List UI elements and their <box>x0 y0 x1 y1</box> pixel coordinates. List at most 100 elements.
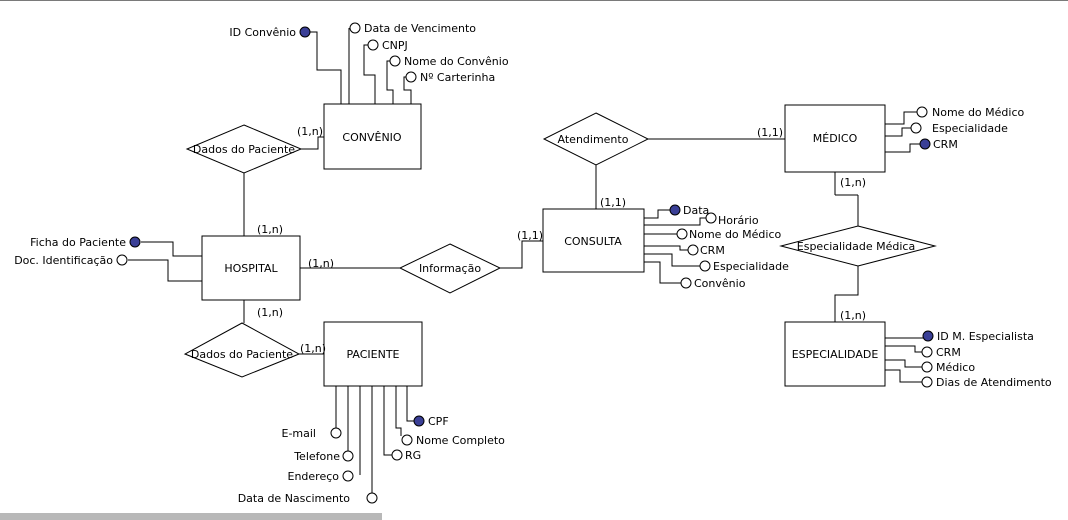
attribute-data[interactable]: Data <box>669 204 709 217</box>
primary-key-icon <box>922 330 934 342</box>
attribute-label: Nº Carterinha <box>420 71 495 84</box>
attribute-nome-medico-consulta[interactable]: Nome do Médico <box>676 228 781 241</box>
relationship-dados-paciente-bottom-label: Dados do Paciente <box>191 348 293 361</box>
attribute-crm-especialidade[interactable]: CRM <box>921 346 961 359</box>
cardinality-medico-bottom: (1,n) <box>840 176 866 189</box>
attribute-icon <box>921 376 933 388</box>
relationship-atendimento-label: Atendimento <box>558 133 629 146</box>
relationship-informacao-label: Informação <box>419 262 481 275</box>
attribute-label: Nome do Médico <box>689 228 781 241</box>
entity-paciente-label: PACIENTE <box>346 348 399 361</box>
attribute-ficha-paciente[interactable]: Ficha do Paciente <box>30 236 141 249</box>
attribute-icon <box>699 260 711 272</box>
attribute-icon <box>921 361 933 373</box>
attribute-icon <box>389 55 401 67</box>
entity-paciente[interactable]: PACIENTE <box>323 321 423 387</box>
attribute-nome-completo[interactable]: Nome Completo <box>401 434 505 447</box>
attribute-label: Ficha do Paciente <box>30 236 126 249</box>
attribute-icon <box>349 22 361 34</box>
attribute-data-nascimento[interactable]: Data de Nascimento <box>238 492 378 505</box>
cardinality-labels: (1,n) (1,n) (1,n) (1,n) (1,n) (1,1) (1,1… <box>257 125 866 355</box>
cardinality-hospital-right: (1,n) <box>308 257 334 270</box>
attribute-dias-atendimento[interactable]: Dias de Atendimento <box>921 376 1052 389</box>
attribute-rg[interactable]: RG <box>391 449 421 462</box>
cardinality-hospital-top: (1,n) <box>257 223 283 236</box>
attribute-label: Data de Nascimento <box>238 492 351 505</box>
attribute-icon <box>910 122 922 134</box>
attribute-data-vencimento[interactable]: Data de Vencimento <box>349 22 476 35</box>
entity-consulta[interactable]: CONSULTA <box>542 208 645 273</box>
relationship-informacao[interactable]: Informação <box>398 243 502 294</box>
attribute-label: CRM <box>933 138 958 151</box>
attribute-icon <box>401 434 413 446</box>
attribute-especialidade-consulta[interactable]: Especialidade <box>699 260 789 273</box>
attribute-doc-identificacao[interactable]: Doc. Identificação <box>14 254 128 267</box>
entity-medico-label: MÉDICO <box>813 132 858 145</box>
attribute-nome-convenio[interactable]: Nome do Convênio <box>389 55 509 68</box>
attribute-label: Nome Completo <box>416 434 505 447</box>
primary-key-icon <box>919 138 931 150</box>
attribute-icon <box>366 492 378 504</box>
attribute-endereco[interactable]: Endereço <box>288 470 354 483</box>
attribute-label: Especialidade <box>713 260 789 273</box>
attribute-icon <box>705 212 717 224</box>
attribute-label: Convênio <box>694 277 746 290</box>
relationship-especialidade-medica[interactable]: Especialidade Médica <box>779 225 937 267</box>
attribute-label: CPF <box>428 415 449 428</box>
attribute-icon <box>921 346 933 358</box>
attribute-id-m-especialista[interactable]: ID M. Especialista <box>922 330 1034 343</box>
attribute-icon <box>116 254 128 266</box>
entity-hospital[interactable]: HOSPITAL <box>201 235 301 301</box>
relationship-atendimento[interactable]: Atendimento <box>542 112 650 166</box>
attribute-icon <box>342 450 354 462</box>
attribute-label: Data de Vencimento <box>364 22 476 35</box>
entity-convenio[interactable]: CONVÊNIO <box>323 103 422 170</box>
attribute-crm-medico[interactable]: CRM <box>919 138 958 151</box>
attribute-crm-consulta[interactable]: CRM <box>687 244 725 257</box>
attribute-label: Nome do Médico <box>932 106 1024 119</box>
relationship-dados-paciente-top-label: Dados do Paciente <box>193 143 295 156</box>
attribute-label: CRM <box>936 346 961 359</box>
attribute-label: Dias de Atendimento <box>936 376 1052 389</box>
attribute-convenio-consulta[interactable]: Convênio <box>680 277 746 290</box>
entity-especialidade-label: ESPECIALIDADE <box>792 348 879 361</box>
attribute-icon <box>367 39 379 51</box>
cardinality-especialidade-top: (1,n) <box>840 309 866 322</box>
relationship-dados-paciente-top[interactable]: Dados do Paciente <box>185 124 303 174</box>
entity-medico[interactable]: MÉDICO <box>784 104 886 173</box>
attribute-medico-especialidade[interactable]: Médico <box>921 361 975 374</box>
attribute-nome-medico[interactable]: Nome do Médico <box>916 106 1024 119</box>
cardinality-consulta-top: (1,1) <box>600 196 626 209</box>
entity-especialidade[interactable]: ESPECIALIDADE <box>784 321 886 387</box>
entity-convenio-label: CONVÊNIO <box>342 131 402 144</box>
entity-hospital-label: HOSPITAL <box>224 262 278 275</box>
attribute-label: CRM <box>700 244 725 257</box>
attribute-cpf[interactable]: CPF <box>413 415 449 428</box>
attribute-telefone[interactable]: Telefone <box>293 450 354 463</box>
attribute-label: Horário <box>718 214 759 227</box>
attribute-label: CNPJ <box>382 39 408 52</box>
cardinality-consulta-left: (1,1) <box>517 229 543 242</box>
entity-consulta-label: CONSULTA <box>564 235 622 248</box>
primary-key-icon <box>413 415 425 427</box>
attribute-label: Nome do Convênio <box>404 55 509 68</box>
attribute-icon <box>676 228 688 240</box>
attribute-especialidade-medico[interactable]: Especialidade <box>910 122 1008 135</box>
attribute-horario[interactable]: Horário <box>705 212 759 227</box>
horizontal-scrollbar[interactable] <box>0 513 382 520</box>
attribute-icon <box>687 244 699 256</box>
cardinality-paciente: (1,n) <box>300 342 326 355</box>
attribute-cnpj[interactable]: CNPJ <box>367 39 408 52</box>
attribute-label: Médico <box>936 361 975 374</box>
relationship-dados-paciente-bottom[interactable]: Dados do Paciente <box>183 322 301 378</box>
primary-key-icon <box>669 204 681 216</box>
primary-key-icon <box>129 236 141 248</box>
attribute-label: Endereço <box>288 470 340 483</box>
attribute-email[interactable]: E-mail <box>282 427 342 440</box>
connector-lines <box>128 28 923 498</box>
attribute-icon <box>342 470 354 482</box>
attribute-n-carterinha[interactable]: Nº Carterinha <box>405 71 495 84</box>
cardinality-convenio: (1,n) <box>297 125 323 138</box>
attribute-id-convenio[interactable]: ID Convênio <box>229 26 311 39</box>
